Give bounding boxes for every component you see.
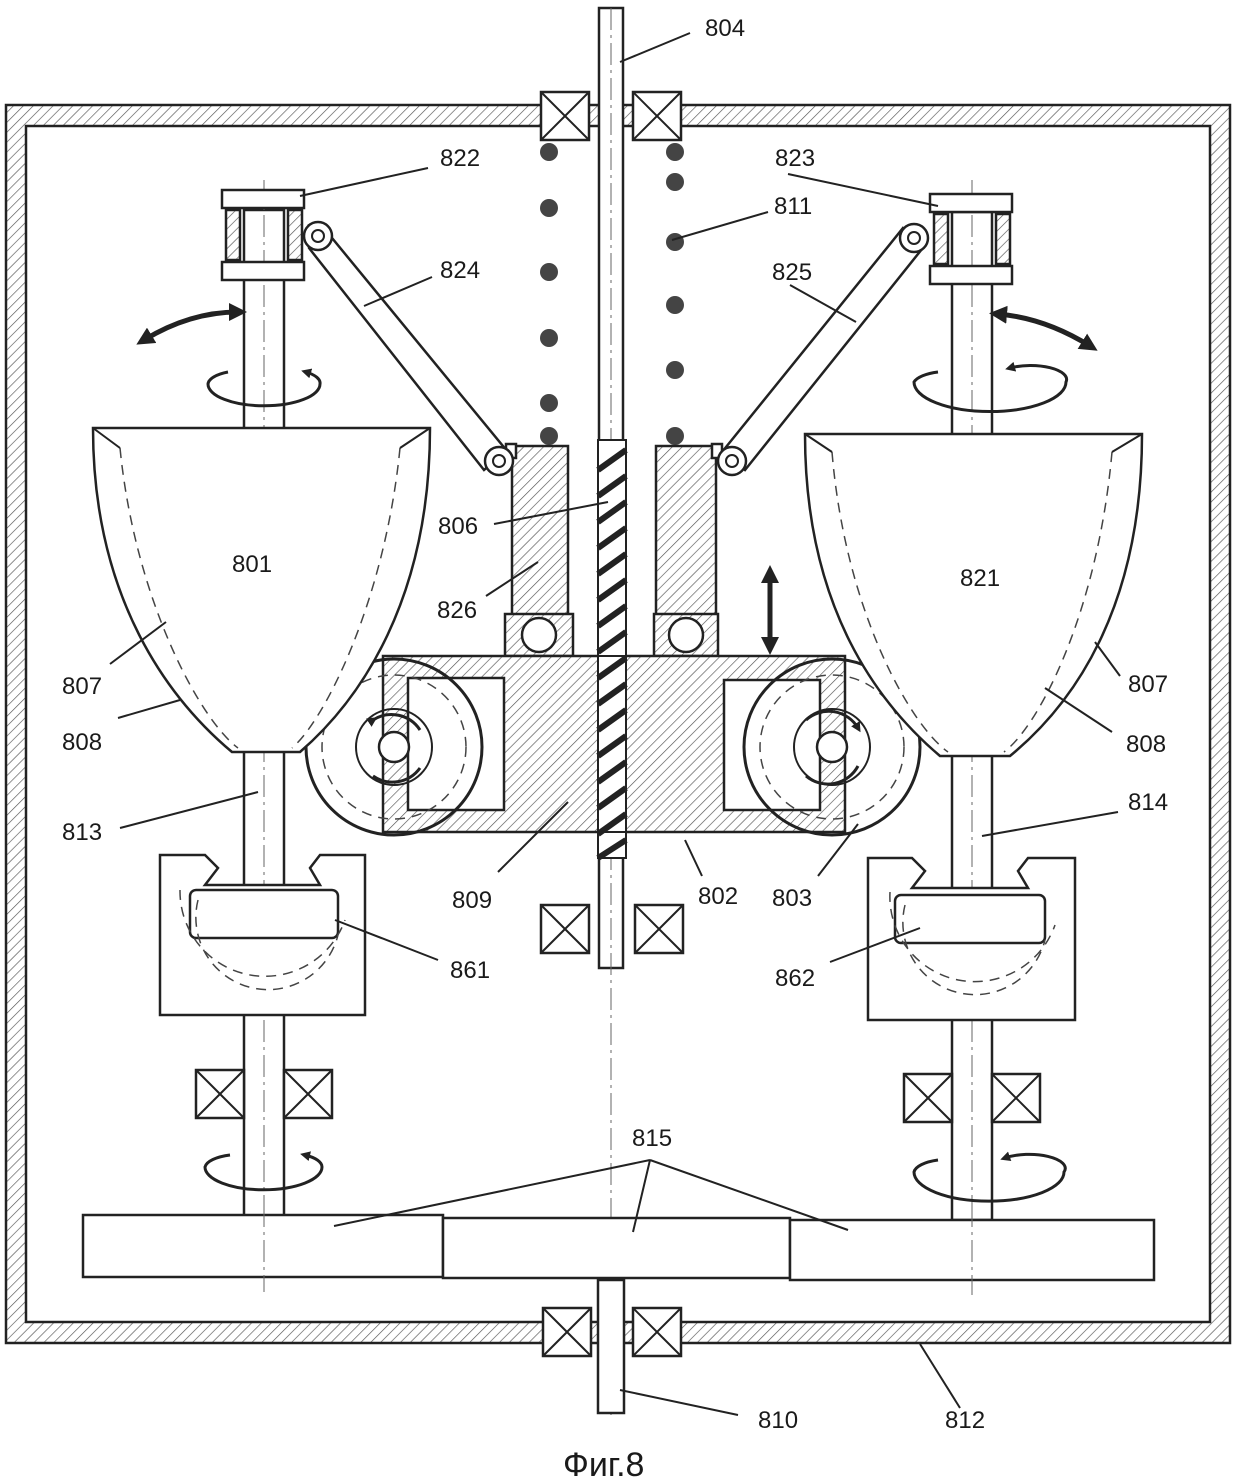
label-862: 862 bbox=[775, 965, 815, 992]
label-809: 809 bbox=[452, 887, 492, 914]
label-807-left: 807 bbox=[62, 673, 102, 700]
label-808-right: 808 bbox=[1126, 731, 1166, 758]
label-806: 806 bbox=[438, 513, 478, 540]
label-801: 801 bbox=[232, 551, 272, 578]
label-811: 811 bbox=[774, 193, 812, 220]
label-813: 813 bbox=[62, 819, 102, 846]
output-shaft bbox=[543, 1280, 681, 1413]
label-810: 810 bbox=[758, 1407, 798, 1434]
label-804: 804 bbox=[705, 15, 745, 42]
label-826: 826 bbox=[437, 597, 477, 624]
label-812: 812 bbox=[945, 1407, 985, 1434]
label-807-right: 807 bbox=[1128, 671, 1168, 698]
label-822: 822 bbox=[440, 145, 480, 172]
label-824: 824 bbox=[440, 257, 480, 284]
label-803: 803 bbox=[772, 885, 812, 912]
label-815: 815 bbox=[632, 1125, 672, 1152]
label-808-left: 808 bbox=[62, 729, 102, 756]
label-825: 825 bbox=[772, 259, 812, 286]
label-814: 814 bbox=[1128, 789, 1168, 816]
label-823: 823 bbox=[775, 145, 815, 172]
right-bowl bbox=[805, 434, 1142, 756]
left-bowl bbox=[93, 428, 430, 752]
label-821: 821 bbox=[960, 565, 1000, 592]
figure-caption: Фиг.8 bbox=[563, 1446, 644, 1484]
label-802: 802 bbox=[698, 883, 738, 910]
label-861: 861 bbox=[450, 957, 490, 984]
